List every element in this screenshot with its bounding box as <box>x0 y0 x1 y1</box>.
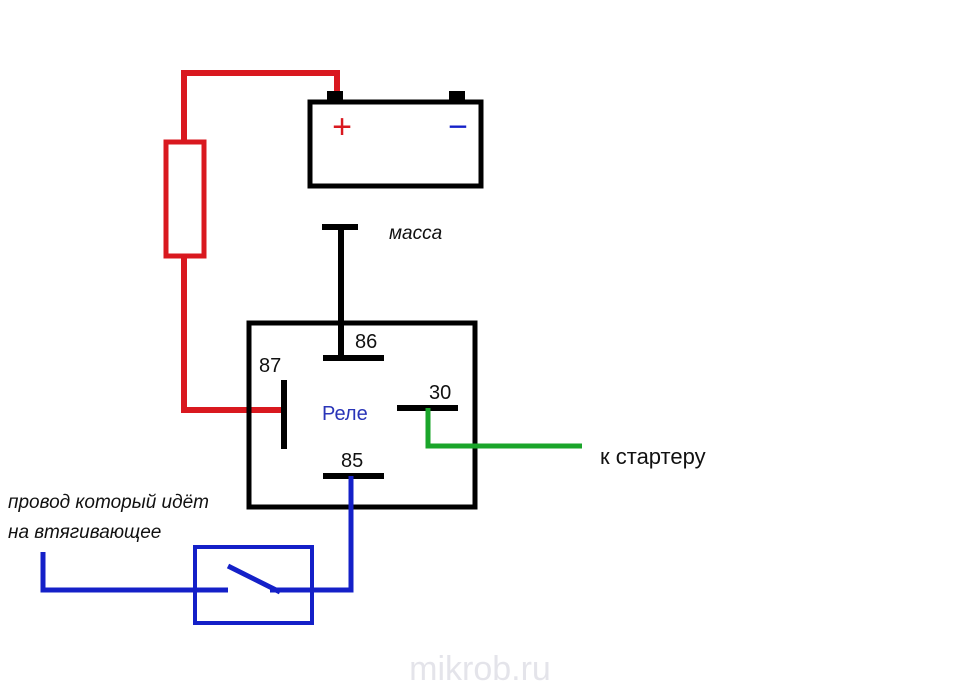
starter-wire <box>425 408 582 449</box>
pin-30-label: 30 <box>429 382 451 404</box>
ground-label: масса <box>389 223 442 244</box>
relay <box>246 320 478 510</box>
control-wire-right <box>270 476 354 593</box>
battery-plus-sign: + <box>332 108 352 146</box>
relay-label: Реле <box>322 403 368 425</box>
battery-minus-sign: − <box>448 108 468 146</box>
control-wire-left <box>40 552 228 593</box>
positive-wire-to-relay <box>181 256 284 413</box>
battery <box>307 99 484 189</box>
positive-wire <box>181 70 340 142</box>
fuse <box>163 139 207 259</box>
wire-note-line2: на втягивающее <box>8 522 161 543</box>
wire-note-line1: провод который идёт <box>8 492 209 513</box>
pin-87-label: 87 <box>259 355 281 377</box>
pin-85-label: 85 <box>341 450 363 472</box>
switch <box>193 545 314 625</box>
watermark: mikrob.ru <box>409 650 551 688</box>
to-starter-label: к стартеру <box>600 444 706 469</box>
battery-negative-terminal <box>449 91 465 102</box>
battery-positive-terminal <box>327 91 343 102</box>
pin-86-label: 86 <box>355 331 377 353</box>
